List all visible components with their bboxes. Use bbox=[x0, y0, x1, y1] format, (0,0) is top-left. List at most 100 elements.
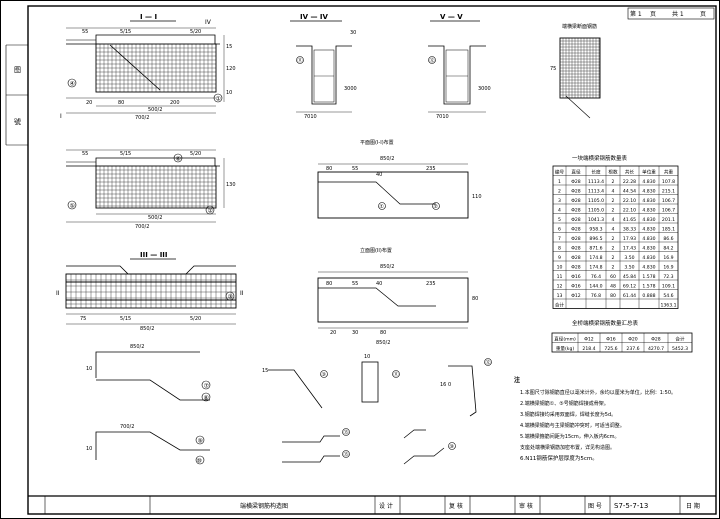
dim-200-a: 200 bbox=[170, 100, 180, 106]
table-cell: 45.84 bbox=[623, 274, 636, 280]
table-cell: 218.4 bbox=[582, 346, 595, 352]
table-cell: Φ28 bbox=[571, 217, 581, 223]
dim-7010-b: 7010 bbox=[436, 114, 449, 120]
dim-75-v: 75 bbox=[550, 66, 556, 72]
drawing-title: 端横梁钢筋构造图 bbox=[240, 502, 288, 510]
table-cell: 4 bbox=[612, 189, 615, 195]
dim-10-v-a: 10 bbox=[226, 90, 232, 96]
dim-55-d: 55 bbox=[352, 281, 358, 287]
bar-label-10-a: ⑩ bbox=[197, 458, 202, 465]
table-cell: Φ28 bbox=[571, 246, 581, 252]
bar-label-8-a: ⑧ bbox=[204, 395, 209, 402]
table-cell: Φ28 bbox=[571, 255, 581, 261]
table-cell: 84.2 bbox=[663, 246, 673, 252]
table-cell: 17.43 bbox=[623, 246, 636, 252]
table-cell: 16.9 bbox=[663, 255, 673, 261]
table-header-cell: 共重 bbox=[664, 169, 674, 176]
page-mark-4: 页 bbox=[700, 11, 706, 18]
checker-label: 复 核 bbox=[449, 502, 463, 510]
table-header-cell: Φ28 bbox=[651, 337, 661, 343]
dim-700-b: 700/2 bbox=[135, 224, 149, 230]
table-cell: 185.1 bbox=[662, 227, 675, 233]
bar-label-13-b: ⑬ bbox=[344, 451, 349, 458]
table-cell: 6 bbox=[558, 227, 561, 233]
dim-235-b: 235 bbox=[426, 281, 436, 287]
table-header-cell: 编号 bbox=[555, 169, 565, 176]
table-cell: 44.54 bbox=[623, 189, 636, 195]
table-cell: 41.65 bbox=[623, 217, 636, 223]
bar-label-2-b: ② bbox=[434, 204, 439, 210]
dim-80-d: 80 bbox=[380, 330, 386, 336]
dim-3000-a: 3000 bbox=[344, 86, 357, 92]
dim-235-a: 235 bbox=[426, 166, 436, 172]
detail-title: 端横梁断面钢筋 bbox=[562, 23, 597, 30]
bar-dim-h-2: 700/2 bbox=[120, 424, 134, 430]
dim-80-v: 80 bbox=[472, 296, 478, 302]
dim-3000-b: 3000 bbox=[478, 86, 491, 92]
table-cell: 4.830 bbox=[642, 208, 655, 214]
view-i-i: I — I 55 5/15 5/20 20 80 200 500/2 700/2… bbox=[60, 13, 236, 121]
table-cell: 106.7 bbox=[662, 198, 675, 204]
dim-7010-a: 7010 bbox=[304, 114, 317, 120]
dim-130-v: 130 bbox=[226, 182, 236, 188]
plan-view-1: 平面图(I-I)布置 850/2 80 55 40 235 110 ① ② bbox=[317, 139, 482, 219]
plan-label-2: 立面图(II)布置 bbox=[360, 247, 392, 254]
view-iii-iii: III — III 75 5/15 5/20 850/2 II II ③ bbox=[56, 251, 244, 332]
table-header-cell: 单位重 bbox=[642, 169, 656, 176]
table-header-cell: 直径 bbox=[571, 169, 581, 176]
table-cell: 11 bbox=[557, 274, 563, 280]
dim-80-a: 80 bbox=[118, 100, 124, 106]
detail-dim-3: 16 0 bbox=[440, 382, 451, 388]
plan-view-2: 立面图(II)布置 850/2 80 55 40 235 80 20 30 80… bbox=[317, 247, 478, 346]
table-cell: 54.6 bbox=[663, 293, 673, 299]
note-4: 4.端横梁钢筋与主梁钢筋冲突时，可适当调整。 bbox=[520, 422, 625, 429]
table-cell: 16.9 bbox=[663, 265, 673, 271]
table-cell: 7 bbox=[558, 236, 561, 242]
table-cell: 4 bbox=[612, 217, 615, 223]
bar-details-middle: 15 ③ 10 ⑪ 16 0 ⑫ ⑬ ⑬ ⑩ bbox=[262, 354, 492, 465]
table-cell: 0.888 bbox=[642, 293, 655, 299]
date-label: 日 期 bbox=[686, 502, 700, 510]
bar-label-11-a: ⑪ bbox=[298, 57, 303, 64]
table-cell: Φ28 bbox=[571, 265, 581, 271]
title-block: 端横梁钢筋构造图 设 计 复 核 审 核 图 号 S7-5-7-13 日 期 bbox=[28, 495, 716, 514]
section-mark-ii-right: II bbox=[240, 290, 244, 297]
table-cell: 76.8 bbox=[591, 293, 601, 299]
table-cell: 1.578 bbox=[642, 284, 655, 290]
dim-515-b: 5/15 bbox=[120, 151, 131, 157]
bar-dim-v-2: 10 bbox=[86, 446, 92, 452]
table-cell: 80 bbox=[610, 293, 616, 299]
page-marks: 第 1 页 共 1 页 bbox=[627, 7, 715, 20]
bar-label-3-b: ③ bbox=[322, 372, 326, 378]
table-cell: 725.6 bbox=[604, 346, 617, 352]
table-cell: 4.830 bbox=[642, 255, 655, 261]
table-cell: 38.33 bbox=[623, 227, 636, 233]
table-cell: 1363.1 bbox=[660, 303, 676, 309]
bar-label-9-a: ⑨ bbox=[198, 438, 203, 445]
dim-120-v: 120 bbox=[226, 66, 236, 72]
table-cell: 4.830 bbox=[642, 236, 655, 242]
table-cell: 13 bbox=[557, 293, 563, 299]
dim-850-c: 850/2 bbox=[380, 264, 394, 270]
table-header-cell: Φ20 bbox=[628, 337, 638, 343]
table-cell: 12 bbox=[557, 284, 563, 290]
table-cell: Φ28 bbox=[571, 227, 581, 233]
table-cell: 76.4 bbox=[591, 274, 601, 280]
table-cell: 1041.3 bbox=[588, 217, 604, 223]
bar-label-1-a: ① bbox=[216, 96, 221, 103]
table-cell: 4.830 bbox=[642, 227, 655, 233]
table-cell: 4.830 bbox=[642, 198, 655, 204]
table-cell: 4.830 bbox=[642, 246, 655, 252]
dim-30-b: 30 bbox=[352, 330, 358, 336]
dim-515-a: 5/15 bbox=[120, 29, 131, 35]
note-5: 5.端横梁箍筋间距为15cm，伸入板内6cm。 bbox=[520, 433, 620, 440]
table-cell: 4.830 bbox=[642, 189, 655, 195]
table1-title: 一块端横梁钢筋数量表 bbox=[572, 154, 628, 162]
dim-850-d: 850/2 bbox=[376, 340, 390, 346]
notes-title: 注 bbox=[514, 376, 520, 384]
table-cell: 1105.0 bbox=[588, 198, 604, 204]
dim-110-a: 110 bbox=[472, 194, 482, 200]
